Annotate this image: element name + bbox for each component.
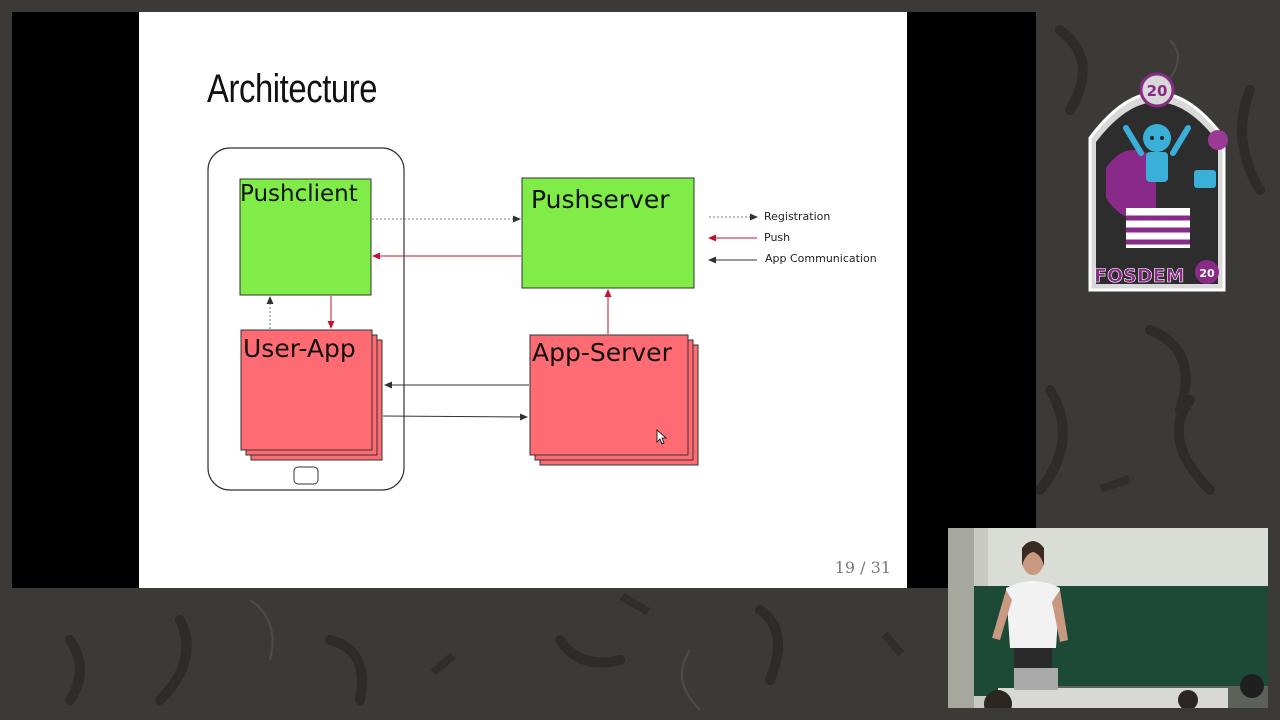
speaker-webcam <box>948 528 1268 708</box>
legend-registration-label: Registration <box>764 210 830 223</box>
pushclient-label: Pushclient <box>240 181 358 207</box>
app-comm-arrow-app-to-server <box>382 413 528 421</box>
presentation-slide: Architecture Pushclient User-App Pushser… <box>139 12 907 588</box>
logo-text: FOSDEM <box>1094 265 1184 287</box>
app-server-label: App-Server <box>532 338 673 367</box>
user-app-box <box>240 329 373 451</box>
fosdem-logo: 20 FOSDEM 20 <box>1088 72 1228 292</box>
pushclient-box <box>239 178 372 296</box>
logo-badge: 20 <box>1199 267 1215 280</box>
legend: Registration Push App Communication <box>708 210 877 265</box>
legend-push-label: Push <box>764 231 790 244</box>
legend-app-communication-label: App Communication <box>765 252 877 265</box>
user-app-label: User-App <box>243 334 356 363</box>
pushserver-box <box>521 177 695 289</box>
architecture-diagram: Pushclient User-App Pushserver App-Serve… <box>207 147 877 491</box>
logo-year: 20 <box>1147 82 1168 100</box>
mouse-cursor-icon <box>656 429 668 445</box>
pushserver-label: Pushserver <box>531 185 670 214</box>
phone-home-button <box>293 466 319 485</box>
slide-title: Architecture <box>207 67 378 111</box>
page-counter: 19 / 31 <box>834 558 891 577</box>
